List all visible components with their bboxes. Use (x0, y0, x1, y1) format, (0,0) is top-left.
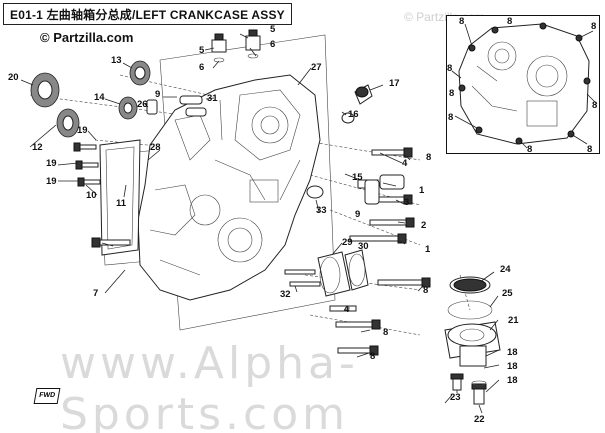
filler-plug-5-left (211, 33, 227, 63)
callout-label: 4 (344, 304, 350, 315)
bushing-29-30 (317, 249, 369, 297)
inset-crank-inner (535, 64, 559, 88)
diagram-title: E01-1 左曲轴箱分总成/LEFT CRANKCASE ASSY (10, 6, 285, 23)
o-ring-16 (341, 112, 355, 124)
callout-label: 28 (150, 142, 161, 153)
inset-callout: 8 (449, 88, 454, 99)
callout-label: 11 (116, 198, 127, 209)
inset-callout: 8 (507, 16, 512, 27)
bearing-20 (30, 72, 60, 108)
inset-callout: 8 (592, 100, 597, 111)
left-crankcase-half (137, 74, 321, 301)
callout-label: 33 (316, 205, 327, 216)
inset-callout: 8 (447, 63, 452, 74)
callout-label: 13 (111, 55, 122, 66)
bearing-13 (129, 60, 151, 86)
callout-label: 18 (507, 361, 518, 372)
screws-19-10 (73, 142, 101, 187)
callout-label: 21 (508, 315, 519, 326)
bushing-26 (146, 99, 158, 115)
callout-label: 26 (137, 99, 148, 110)
inset-bearing-inner (494, 48, 510, 64)
partzilla-watermark: © Partzilla.com (40, 30, 134, 45)
callout-label: 9 (155, 89, 160, 100)
diagram-code: E01-1 (10, 7, 44, 22)
spacer-33 (306, 185, 324, 199)
callout-label: 8 (383, 327, 388, 338)
inset-ribs (471, 65, 518, 112)
callout-label: 10 (86, 190, 97, 201)
inset-bearing-bore (487, 41, 517, 71)
callout-label: 15 (352, 172, 363, 183)
callout-label: 8 (426, 152, 431, 163)
callout-label: 29 (342, 237, 353, 248)
assembled-crankcase-inset: 8 8 8 8 8 8 8 8 8 (446, 15, 600, 154)
callout-label: 6 (270, 39, 275, 50)
callout-leader-lines (20, 33, 500, 414)
callout-label: 5 (270, 24, 276, 35)
callout-label: 1 (419, 185, 425, 196)
inset-crankcase-outline (458, 23, 590, 145)
callout-label: 5 (199, 45, 205, 56)
callout-label: 23 (450, 392, 461, 403)
alpha-sports-watermark: www.Alpha-Sports.com (60, 338, 359, 433)
callout-label: 18 (507, 375, 518, 386)
bearing-14 (118, 96, 138, 120)
bearing-12 (56, 108, 80, 138)
callout-label: 19 (46, 158, 57, 169)
diagram-title-box: E01-1 左曲轴箱分总成/LEFT CRANKCASE ASSY (3, 3, 292, 25)
callout-label: 6 (199, 62, 204, 73)
callout-label: 8 (423, 285, 428, 296)
inset-callout: 8 (591, 21, 596, 32)
inset-crank-bore (526, 55, 568, 97)
inset-bolt-heads (458, 22, 591, 145)
oil-filter-assembly (444, 276, 501, 367)
callout-label: 3 (404, 197, 409, 208)
drain-bolts (450, 373, 487, 405)
callout-label: 31 (207, 93, 218, 104)
crankcase-gasket (99, 139, 141, 256)
callout-label: 19 (46, 176, 57, 187)
bolt-set-32 (284, 269, 321, 287)
callout-label: 12 (32, 142, 43, 153)
callout-label: 22 (474, 414, 485, 425)
callout-label: 19 (77, 125, 88, 136)
callout-label: 24 (500, 264, 511, 275)
inset-callout: 8 (459, 16, 464, 27)
callout-label: 27 (311, 62, 322, 73)
callout-label: 18 (507, 347, 518, 358)
callout-label: 30 (358, 241, 369, 252)
callout-label: 1 (425, 244, 431, 255)
callout-label: 7 (93, 288, 98, 299)
callout-label: 16 (348, 109, 359, 120)
inset-pocket (526, 100, 558, 127)
gasket-inner-edge (105, 146, 135, 250)
diagram-name: 左曲轴箱分总成/LEFT CRANKCASE ASSY (46, 7, 285, 22)
collar-15 (364, 179, 380, 205)
callout-label: 2 (421, 220, 426, 231)
inset-callout: 8 (448, 112, 453, 123)
callout-label: 32 (280, 289, 291, 300)
dipstick-cap-17 (354, 84, 373, 105)
inset-callout: 8 (587, 144, 592, 153)
callout-labels: 20 13 5 6 5 6 27 14 26 9 31 17 19 16 12 … (8, 24, 519, 425)
inset-callout: 8 (527, 144, 532, 153)
callout-label: 8 (370, 351, 375, 362)
callout-label: 9 (355, 209, 360, 220)
callout-label: 17 (389, 78, 400, 89)
filler-plug-5-right (245, 29, 261, 59)
forward-direction-badge: FWD (33, 388, 61, 404)
callout-label: 14 (94, 92, 105, 103)
inset-leader-lines (451, 23, 598, 149)
callout-label: 4 (402, 158, 408, 169)
dowel-31 (179, 95, 207, 117)
inset-drawing: 8 8 8 8 8 8 8 8 8 (447, 16, 598, 153)
callout-label: 20 (8, 72, 19, 83)
callout-label: 25 (502, 288, 513, 299)
